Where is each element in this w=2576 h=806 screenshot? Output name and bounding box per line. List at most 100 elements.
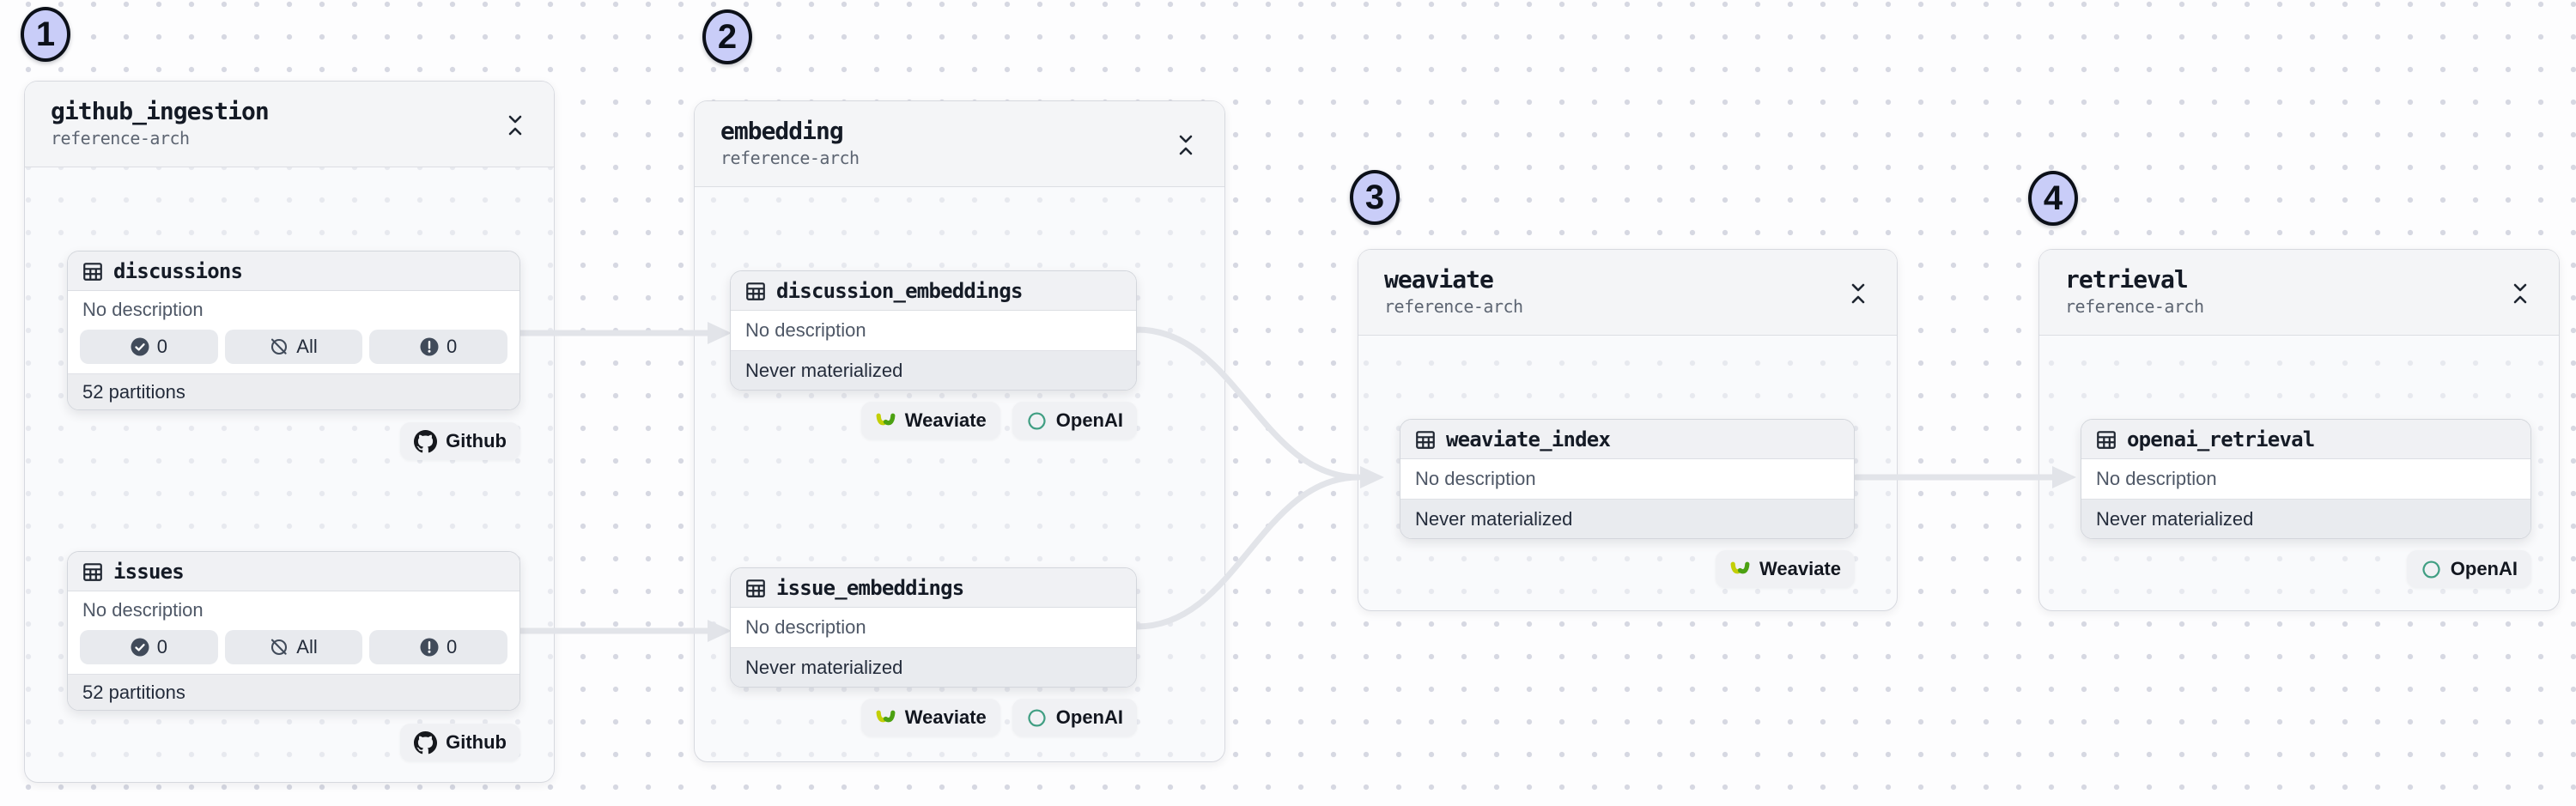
asset-tags-discussions: Github [67,422,520,460]
asset-name: openai_retrieval [2127,427,2315,451]
group-header[interactable]: embedding reference-arch [695,101,1224,187]
group-subtitle: reference-arch [2065,295,2204,317]
asset-name: issues [113,559,185,584]
alert-circle-icon [420,337,439,356]
asset-name: issue_embeddings [776,575,964,600]
github-icon [414,429,438,452]
tag-github[interactable]: Github [400,724,520,761]
group-title: embedding [720,117,844,145]
checks-failed-badge[interactable]: 0 [369,630,508,664]
tag-openai[interactable]: OpenAI [1012,402,1137,439]
asset-node-issue-embeddings[interactable]: issue_embeddings No description Never ma… [730,567,1137,688]
slash-circle-icon [271,639,288,656]
badge-count: 0 [156,336,167,357]
table-icon [1416,430,1435,449]
collapse-group-button[interactable] [1847,279,1869,308]
tag-weaviate[interactable]: Weaviate [860,699,1000,736]
tag-github[interactable]: Github [400,422,520,460]
badge-count: All [296,636,318,658]
group-header[interactable]: retrieval reference-arch [2039,250,2559,336]
asset-node-header: openai_retrieval [2081,420,2530,459]
tag-label: Github [446,430,507,451]
checks-passed-badge[interactable]: 0 [80,330,218,364]
table-icon [83,262,102,281]
asset-node-discussions[interactable]: discussions No description 0 All 0 52 pa… [67,251,520,410]
asset-check-badges: 0 All 0 [68,329,519,373]
collapse-chevrons-icon [1851,283,1865,304]
asset-node-header: issue_embeddings [731,568,1136,608]
checks-failed-badge[interactable]: 0 [369,330,508,364]
asset-description: No description [1415,468,1536,489]
asset-node-header: issues [68,552,519,591]
asset-node-openai-retrieval[interactable]: openai_retrieval No description Never ma… [2081,419,2531,539]
openai-icon [1028,411,1046,430]
partitions-count: 52 partitions [68,674,519,710]
table-icon [83,562,102,581]
group-title: retrieval [2065,265,2189,294]
github-icon [414,730,438,754]
asset-node-discussion-embeddings[interactable]: discussion_embeddings No description Nev… [730,270,1137,391]
weaviate-icon [876,413,896,425]
collapse-chevrons-icon [508,115,522,136]
partitions-missing-badge[interactable]: All [224,330,363,364]
badge-count: 0 [447,336,458,357]
step-number: 4 [2043,179,2063,217]
tag-label: OpenAI [1055,706,1123,728]
tag-weaviate[interactable]: Weaviate [860,402,1000,439]
alert-circle-icon [420,638,439,657]
asset-node-weaviate-index[interactable]: weaviate_index No description Never mate… [1400,419,1855,539]
asset-tags-openai-retrieval: OpenAI [2081,550,2531,588]
step-badge-3: 3 [1350,170,1400,225]
asset-name: discussion_embeddings [776,278,1023,303]
asset-tags-discussion-embeddings: Weaviate OpenAI [730,402,1137,439]
step-badge-1: 1 [21,7,70,62]
asset-name: discussions [113,258,243,283]
slash-circle-icon [271,338,288,355]
collapse-group-button[interactable] [1175,130,1197,160]
asset-tags-issues: Github [67,724,520,761]
asset-node-issues[interactable]: issues No description 0 All 0 52 partiti… [67,551,520,711]
tag-weaviate[interactable]: Weaviate [1716,550,1855,588]
table-icon [746,282,765,300]
checks-passed-badge[interactable]: 0 [80,630,218,664]
asset-tags-issue-embeddings: Weaviate OpenAI [730,699,1137,736]
group-header[interactable]: weaviate reference-arch [1358,250,1897,336]
openai-icon [1028,708,1046,727]
materialization-status: Never materialized [731,647,1136,687]
asset-description: No description [745,616,866,638]
group-subtitle: reference-arch [51,127,190,148]
badge-count: 0 [156,636,167,658]
collapse-group-button[interactable] [504,111,526,140]
check-circle-icon [131,337,149,356]
tag-label: Github [446,731,507,753]
partitions-count: 52 partitions [68,373,519,409]
tag-label: Weaviate [904,706,987,728]
group-title: weaviate [1384,265,1494,294]
partitions-missing-badge[interactable]: All [224,630,363,664]
badge-count: 0 [447,636,458,658]
step-number: 1 [35,15,56,53]
collapse-chevrons-icon [1179,135,1193,155]
materialization-status: Never materialized [2081,499,2530,538]
materialization-status: Never materialized [731,350,1136,390]
tag-openai[interactable]: OpenAI [1012,699,1137,736]
step-number: 2 [717,17,738,56]
asset-node-header: weaviate_index [1400,420,1854,459]
tag-label: Weaviate [1759,558,1841,579]
asset-description: No description [82,299,204,320]
weaviate-icon [876,710,896,722]
step-badge-2: 2 [702,9,752,64]
collapse-chevrons-icon [2513,283,2527,304]
table-icon [2097,430,2116,449]
tag-openai[interactable]: OpenAI [2406,550,2531,588]
tag-label: OpenAI [1055,409,1123,431]
check-circle-icon [131,638,149,657]
asset-description: No description [745,319,866,341]
group-subtitle: reference-arch [720,147,860,168]
asset-check-badges: 0 All 0 [68,629,519,674]
group-title: github_ingestion [51,97,270,125]
badge-count: All [296,336,318,357]
group-header[interactable]: github_ingestion reference-arch [25,82,554,167]
collapse-group-button[interactable] [2509,279,2531,308]
